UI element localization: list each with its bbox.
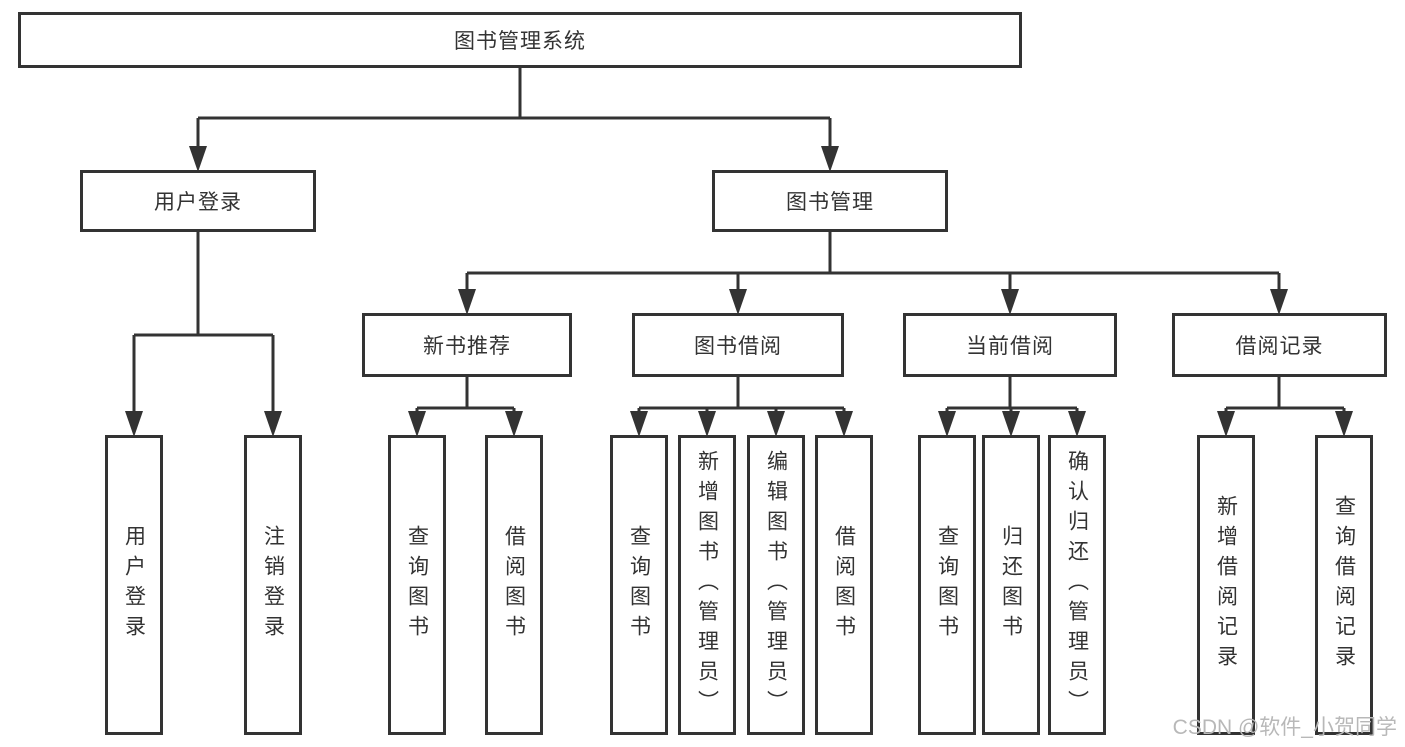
node-label: 新书推荐 <box>423 335 511 358</box>
node-label: 查询图书 <box>935 525 959 645</box>
node-user-login: 用户登录 <box>80 170 316 232</box>
node-label: 当前借阅 <box>966 335 1054 358</box>
leaf-records-add-record: 新增借阅记录 <box>1197 435 1255 735</box>
leaf-borrowing-add-books-admin: 新增图书（管理员） <box>678 435 736 735</box>
node-label: 新增借阅记录 <box>1214 495 1238 675</box>
node-label: 图书借阅 <box>694 335 782 358</box>
leaf-borrowing-borrow-books: 借阅图书 <box>815 435 873 735</box>
node-book-borrowing: 图书借阅 <box>632 313 844 377</box>
node-label: 用户登录 <box>122 525 146 645</box>
node-label: 图书管理 <box>786 191 874 214</box>
node-label: 注销登录 <box>261 525 285 645</box>
node-current-borrowing: 当前借阅 <box>903 313 1117 377</box>
leaf-current-query-books: 查询图书 <box>918 435 976 735</box>
node-label: 查询借阅记录 <box>1332 495 1356 675</box>
node-label: 查询图书 <box>405 525 429 645</box>
node-label: 用户登录 <box>154 191 242 214</box>
arrowheads <box>125 146 1353 437</box>
node-label: 确认归还（管理员） <box>1065 450 1089 720</box>
node-borrowing-records: 借阅记录 <box>1172 313 1387 377</box>
node-label: 借阅记录 <box>1235 335 1324 358</box>
node-label: 归还图书 <box>999 525 1023 645</box>
node-label: 新增图书（管理员） <box>695 450 719 720</box>
leaf-records-query-record: 查询借阅记录 <box>1315 435 1373 735</box>
node-label: 查询图书 <box>627 525 651 645</box>
node-library-management-system: 图书管理系统 <box>18 12 1022 68</box>
leaf-recommend-borrow-books: 借阅图书 <box>485 435 543 735</box>
node-label: 借阅图书 <box>502 525 526 645</box>
leaf-borrowing-query-books: 查询图书 <box>610 435 668 735</box>
leaf-recommend-query-books: 查询图书 <box>388 435 446 735</box>
node-book-management: 图书管理 <box>712 170 948 232</box>
node-new-book-recommend: 新书推荐 <box>362 313 572 377</box>
leaf-current-confirm-return-admin: 确认归还（管理员） <box>1048 435 1106 735</box>
node-label: 编辑图书（管理员） <box>764 450 788 720</box>
csdn-watermark: CSDN @软件_小贺同学 <box>1172 716 1397 739</box>
leaf-borrowing-edit-books-admin: 编辑图书（管理员） <box>747 435 805 735</box>
leaf-current-return-books: 归还图书 <box>982 435 1040 735</box>
leaf-logout: 注销登录 <box>244 435 302 735</box>
leaf-user-login: 用户登录 <box>105 435 163 735</box>
node-label: 图书管理系统 <box>454 30 586 53</box>
node-label: 借阅图书 <box>832 525 856 645</box>
